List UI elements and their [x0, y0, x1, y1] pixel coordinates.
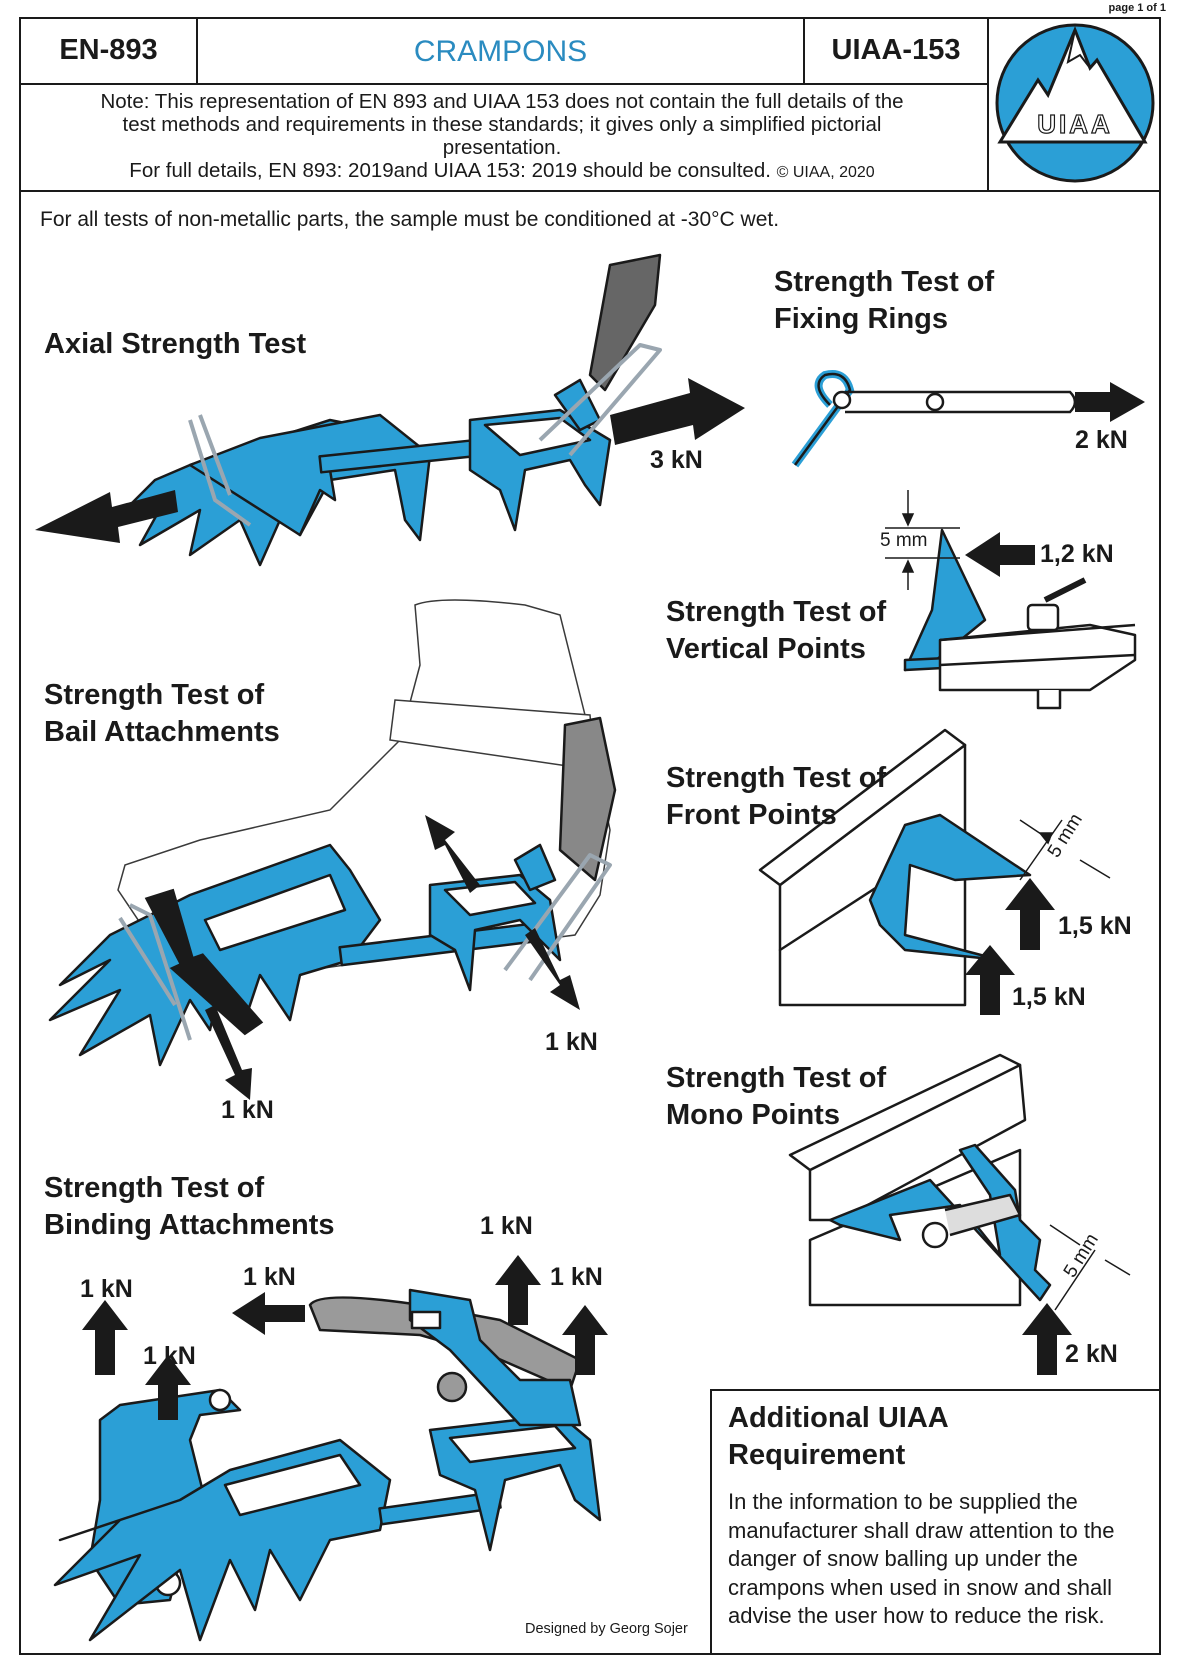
- vertical-point-illustration: [903, 528, 1137, 710]
- mono-points-title: Strength Test of Mono Points: [666, 1060, 886, 1134]
- conditioning-note: For all tests of non-metallic parts, the…: [40, 208, 780, 231]
- axial-test-title: Axial Strength Test: [44, 328, 307, 360]
- bail-force-rear: 1 kN: [545, 1028, 598, 1056]
- front-points-illustration: [758, 728, 1032, 1007]
- fixing-ring-illustration: [791, 370, 1077, 468]
- fixing-ring-arrow: [1075, 382, 1145, 422]
- mono-points-force: 2 kN: [1065, 1340, 1118, 1368]
- binding-arrows: [82, 1255, 608, 1420]
- additional-requirement-body: In the information to be supplied the ma…: [728, 1489, 1115, 1628]
- standard-uiaa153: UIAA-153: [831, 34, 961, 66]
- binding-title-line2: Binding Attachments: [44, 1209, 335, 1241]
- page-title: CRAMPONS: [413, 35, 588, 68]
- axial-arrow-left: [35, 490, 178, 543]
- front-points-force-lower: 1,5 kN: [1012, 983, 1086, 1011]
- binding-title: Strength Test of Binding Attachments: [44, 1170, 335, 1244]
- vertical-points-dimension-label: 5 mm: [880, 530, 928, 551]
- front-points-arrows: [965, 878, 1055, 1015]
- fixing-rings-force: 2 kN: [1075, 426, 1128, 454]
- binding-force-4: 1 kN: [80, 1275, 133, 1303]
- additional-title-line2: Requirement: [728, 1439, 906, 1471]
- axial-force: 3 kN: [650, 446, 703, 474]
- front-points-title: Strength Test of Front Points: [666, 760, 886, 834]
- front-points-force-upper: 1,5 kN: [1058, 912, 1132, 940]
- note-divider: [19, 190, 1161, 192]
- binding-force-1: 1 kN: [480, 1212, 533, 1240]
- note-line-1: Note: This representation of EN 893 and …: [100, 90, 904, 113]
- bail-crampon-illustration: [48, 716, 617, 1067]
- binding-title-line1: Strength Test of: [44, 1172, 265, 1204]
- front-points-title-line1: Strength Test of: [666, 762, 887, 794]
- bail-title-line2: Bail Attachments: [44, 716, 280, 748]
- mono-points-arrow: [1022, 1303, 1072, 1375]
- mono-points-title-line2: Mono Points: [666, 1099, 840, 1131]
- mono-points-dimension: [1049, 1224, 1131, 1311]
- bail-arrow-front-down: [205, 1005, 252, 1100]
- header-sep-1: [196, 17, 198, 85]
- binding-force-2: 1 kN: [243, 1263, 296, 1291]
- header-sep-2: [803, 17, 805, 85]
- additional-requirement-title: Additional UIAA Requirement: [728, 1400, 1148, 1474]
- vertical-points-title-line1: Strength Test of: [666, 596, 887, 628]
- bail-arrow-rear-down: [525, 928, 580, 1010]
- note-line-3: presentation.: [442, 136, 562, 159]
- uiaa-logo: UIAA: [995, 23, 1155, 183]
- page-number: page 1 of 1: [1108, 2, 1166, 14]
- binding-force-5: 1 kN: [143, 1342, 196, 1370]
- additional-title-line1: Additional UIAA: [728, 1402, 949, 1434]
- copyright: © UIAA, 2020: [776, 164, 875, 181]
- bail-title: Strength Test of Bail Attachments: [44, 677, 280, 751]
- designer-credit: Designed by Georg Sojer: [525, 1621, 688, 1637]
- note-line-4: For full details, EN 893: 2019and UIAA 1…: [129, 159, 771, 182]
- axial-crampon-illustration: [118, 253, 662, 567]
- vertical-points-title-line2: Vertical Points: [666, 633, 866, 665]
- mono-points-title-line1: Strength Test of: [666, 1062, 887, 1094]
- vertical-point-arrow: [965, 532, 1035, 577]
- standard-en893: EN-893: [59, 34, 158, 66]
- front-points-title-line2: Front Points: [666, 799, 837, 831]
- bail-arrow-rear-up: [425, 815, 480, 893]
- page-frame: [19, 17, 1161, 1655]
- fixing-rings-title-line2: Fixing Rings: [774, 303, 948, 335]
- fixing-rings-title-line1: Strength Test of: [774, 266, 995, 298]
- additional-requirement-box: [710, 1389, 1161, 1655]
- binding-crampon-illustration: [53, 1288, 602, 1642]
- bail-force-front: 1 kN: [221, 1096, 274, 1124]
- header-sep-3: [987, 17, 989, 192]
- vertical-points-title: Strength Test of Vertical Points: [666, 594, 886, 668]
- fixing-rings-title: Strength Test of Fixing Rings: [774, 264, 994, 338]
- note-line-4-wrap: For full details, EN 893: 2019and UIAA 1…: [22, 159, 982, 184]
- axial-arrow-right: [610, 378, 745, 445]
- bail-arrow-front: [144, 888, 264, 1036]
- vertical-point-dimension: [885, 490, 960, 590]
- mono-points-illustration: [788, 1053, 1052, 1307]
- disclaimer-note: Note: This representation of EN 893 and …: [22, 90, 982, 184]
- front-points-dimension: [1019, 819, 1111, 881]
- note-line-2: test methods and requirements in these s…: [122, 113, 882, 136]
- header-divider: [19, 83, 989, 85]
- binding-force-3: 1 kN: [550, 1263, 603, 1291]
- vertical-points-force: 1,2 kN: [1040, 540, 1114, 568]
- logo-text: UIAA: [1037, 109, 1113, 139]
- bail-title-line1: Strength Test of: [44, 679, 265, 711]
